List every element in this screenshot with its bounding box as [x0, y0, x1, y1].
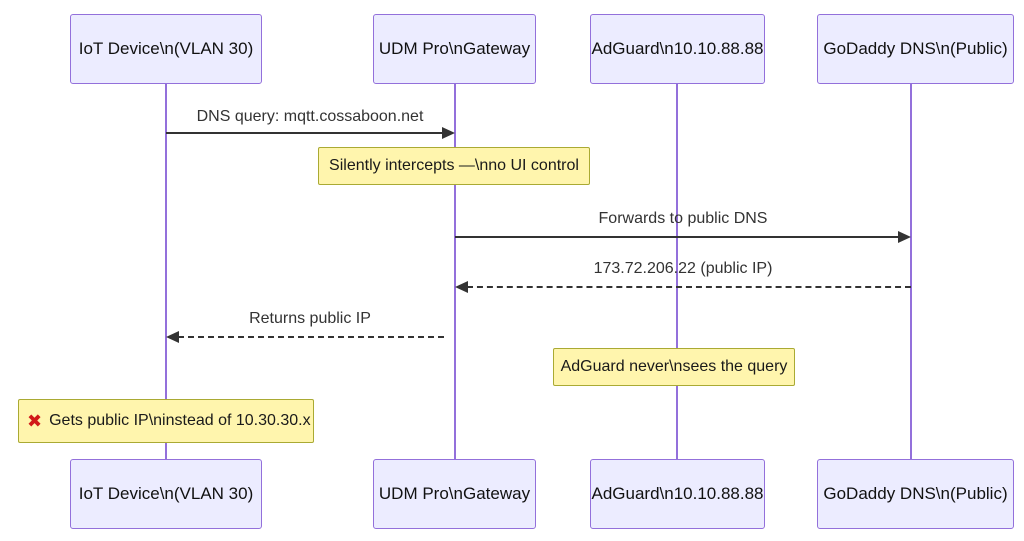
message-dns-query-label: DNS query: mqtt.cossaboon.net: [196, 108, 424, 125]
note-adguard-never-sees: AdGuard never\nsees the query: [553, 348, 795, 386]
arrowhead-left-icon: [455, 281, 468, 293]
message-forwards-line: [455, 236, 899, 238]
note-silently-intercepts-text: Silently intercepts —\nno UI control: [329, 157, 579, 174]
arrowhead-right-icon: [898, 231, 911, 243]
lifeline-godaddy-dns: [910, 84, 912, 460]
arrowhead-left-icon: [166, 331, 179, 343]
actor-top-adguard: AdGuard\n10.10.88.88: [590, 14, 765, 84]
actor-bottom-udm-pro: UDM Pro\nGateway: [373, 459, 536, 529]
actor-top-udm-pro: UDM Pro\nGateway: [373, 14, 536, 84]
message-forwards-label: Forwards to public DNS: [598, 210, 768, 227]
actor-top-godaddy-dns: GoDaddy DNS\n(Public): [817, 14, 1014, 84]
lifeline-udm-pro: [454, 84, 456, 460]
message-returns-label: Returns public IP: [249, 310, 371, 327]
lifeline-adguard: [676, 84, 678, 460]
arrowhead-right-icon: [442, 127, 455, 139]
error-x-icon: ✖: [27, 410, 43, 431]
actor-bottom-godaddy-dns: GoDaddy DNS\n(Public): [817, 459, 1014, 529]
note-adguard-never-sees-text: AdGuard never\nsees the query: [560, 358, 788, 375]
actor-top-iot-device: IoT Device\n(VLAN 30): [70, 14, 262, 84]
actor-bottom-iot-device: IoT Device\n(VLAN 30): [70, 459, 262, 529]
lifeline-iot-device: [165, 84, 167, 460]
message-public-ip-line: [467, 286, 911, 288]
message-public-ip-label: 173.72.206.22 (public IP): [593, 260, 773, 277]
note-gets-public-ip: ✖ Gets public IP\ninstead of 10.30.30.x: [18, 399, 314, 443]
actor-bottom-adguard: AdGuard\n10.10.88.88: [590, 459, 765, 529]
note-silently-intercepts: Silently intercepts —\nno UI control: [318, 147, 590, 185]
note-gets-public-ip-text: Gets public IP\ninstead of 10.30.30.x: [49, 412, 311, 429]
message-returns-line: [178, 336, 444, 338]
message-dns-query-line: [166, 132, 444, 134]
